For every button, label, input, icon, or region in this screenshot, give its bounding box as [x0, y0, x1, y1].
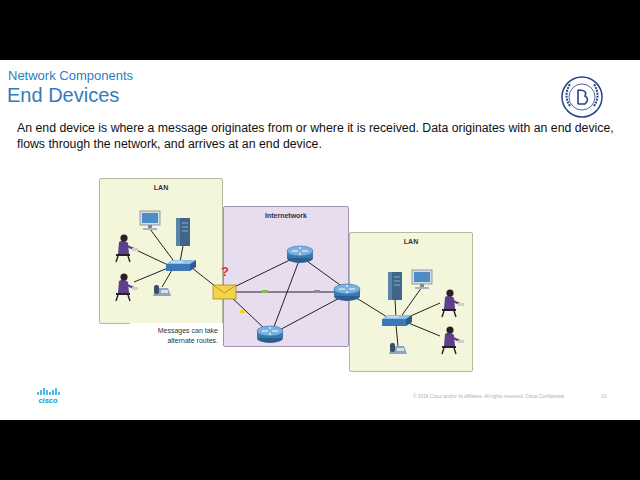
area-label: LAN — [100, 179, 222, 191]
logo-bar — [46, 390, 47, 395]
packet — [262, 290, 268, 293]
logo-bar — [40, 390, 41, 395]
switch-symbol — [166, 260, 196, 271]
router-symbol — [287, 246, 313, 263]
letterbox-bar — [0, 0, 640, 60]
letterbox-bar — [0, 420, 640, 480]
logo-bar — [43, 388, 44, 395]
router-symbol — [334, 284, 360, 301]
cisco-wordmark: cisco — [30, 396, 66, 405]
server-tower — [388, 272, 402, 300]
lan-area: LAN — [99, 178, 223, 324]
logo-ring — [562, 77, 602, 117]
link — [232, 292, 345, 293]
logo-bar — [49, 392, 50, 395]
internetwork-area: Internetwork — [223, 206, 349, 347]
logo-ring — [569, 84, 595, 110]
body-text: An end device is where a message origina… — [17, 120, 633, 152]
logo-bar — [55, 388, 56, 395]
logo-laurel — [567, 84, 598, 106]
logo-bar — [52, 390, 53, 395]
area-label: LAN — [350, 233, 472, 245]
page-number: 10 — [601, 394, 606, 399]
switch-symbol — [382, 315, 412, 326]
envelope-body — [213, 285, 236, 299]
area-label: Internetwork — [224, 207, 348, 219]
copyright-footer: © 2016 Cisco and/or its affiliates. All … — [413, 394, 564, 399]
note-text: Messages can take alternate routes. — [130, 326, 218, 346]
server-tower — [176, 218, 190, 246]
envelope-flap — [213, 285, 236, 293]
logo-monogram — [578, 90, 588, 104]
logo-bar — [37, 392, 38, 395]
question-mark: ? — [221, 264, 229, 279]
packet — [314, 290, 320, 293]
institution-logo — [562, 77, 602, 117]
slide-title: End Devices — [7, 84, 119, 107]
note-panel — [130, 323, 222, 349]
logo-bar — [58, 392, 59, 395]
cisco-logo-bars — [38, 388, 59, 395]
message-envelope — [213, 285, 236, 299]
packet — [240, 310, 245, 313]
router-symbol — [257, 326, 283, 343]
section-heading: Network Components — [8, 68, 133, 83]
